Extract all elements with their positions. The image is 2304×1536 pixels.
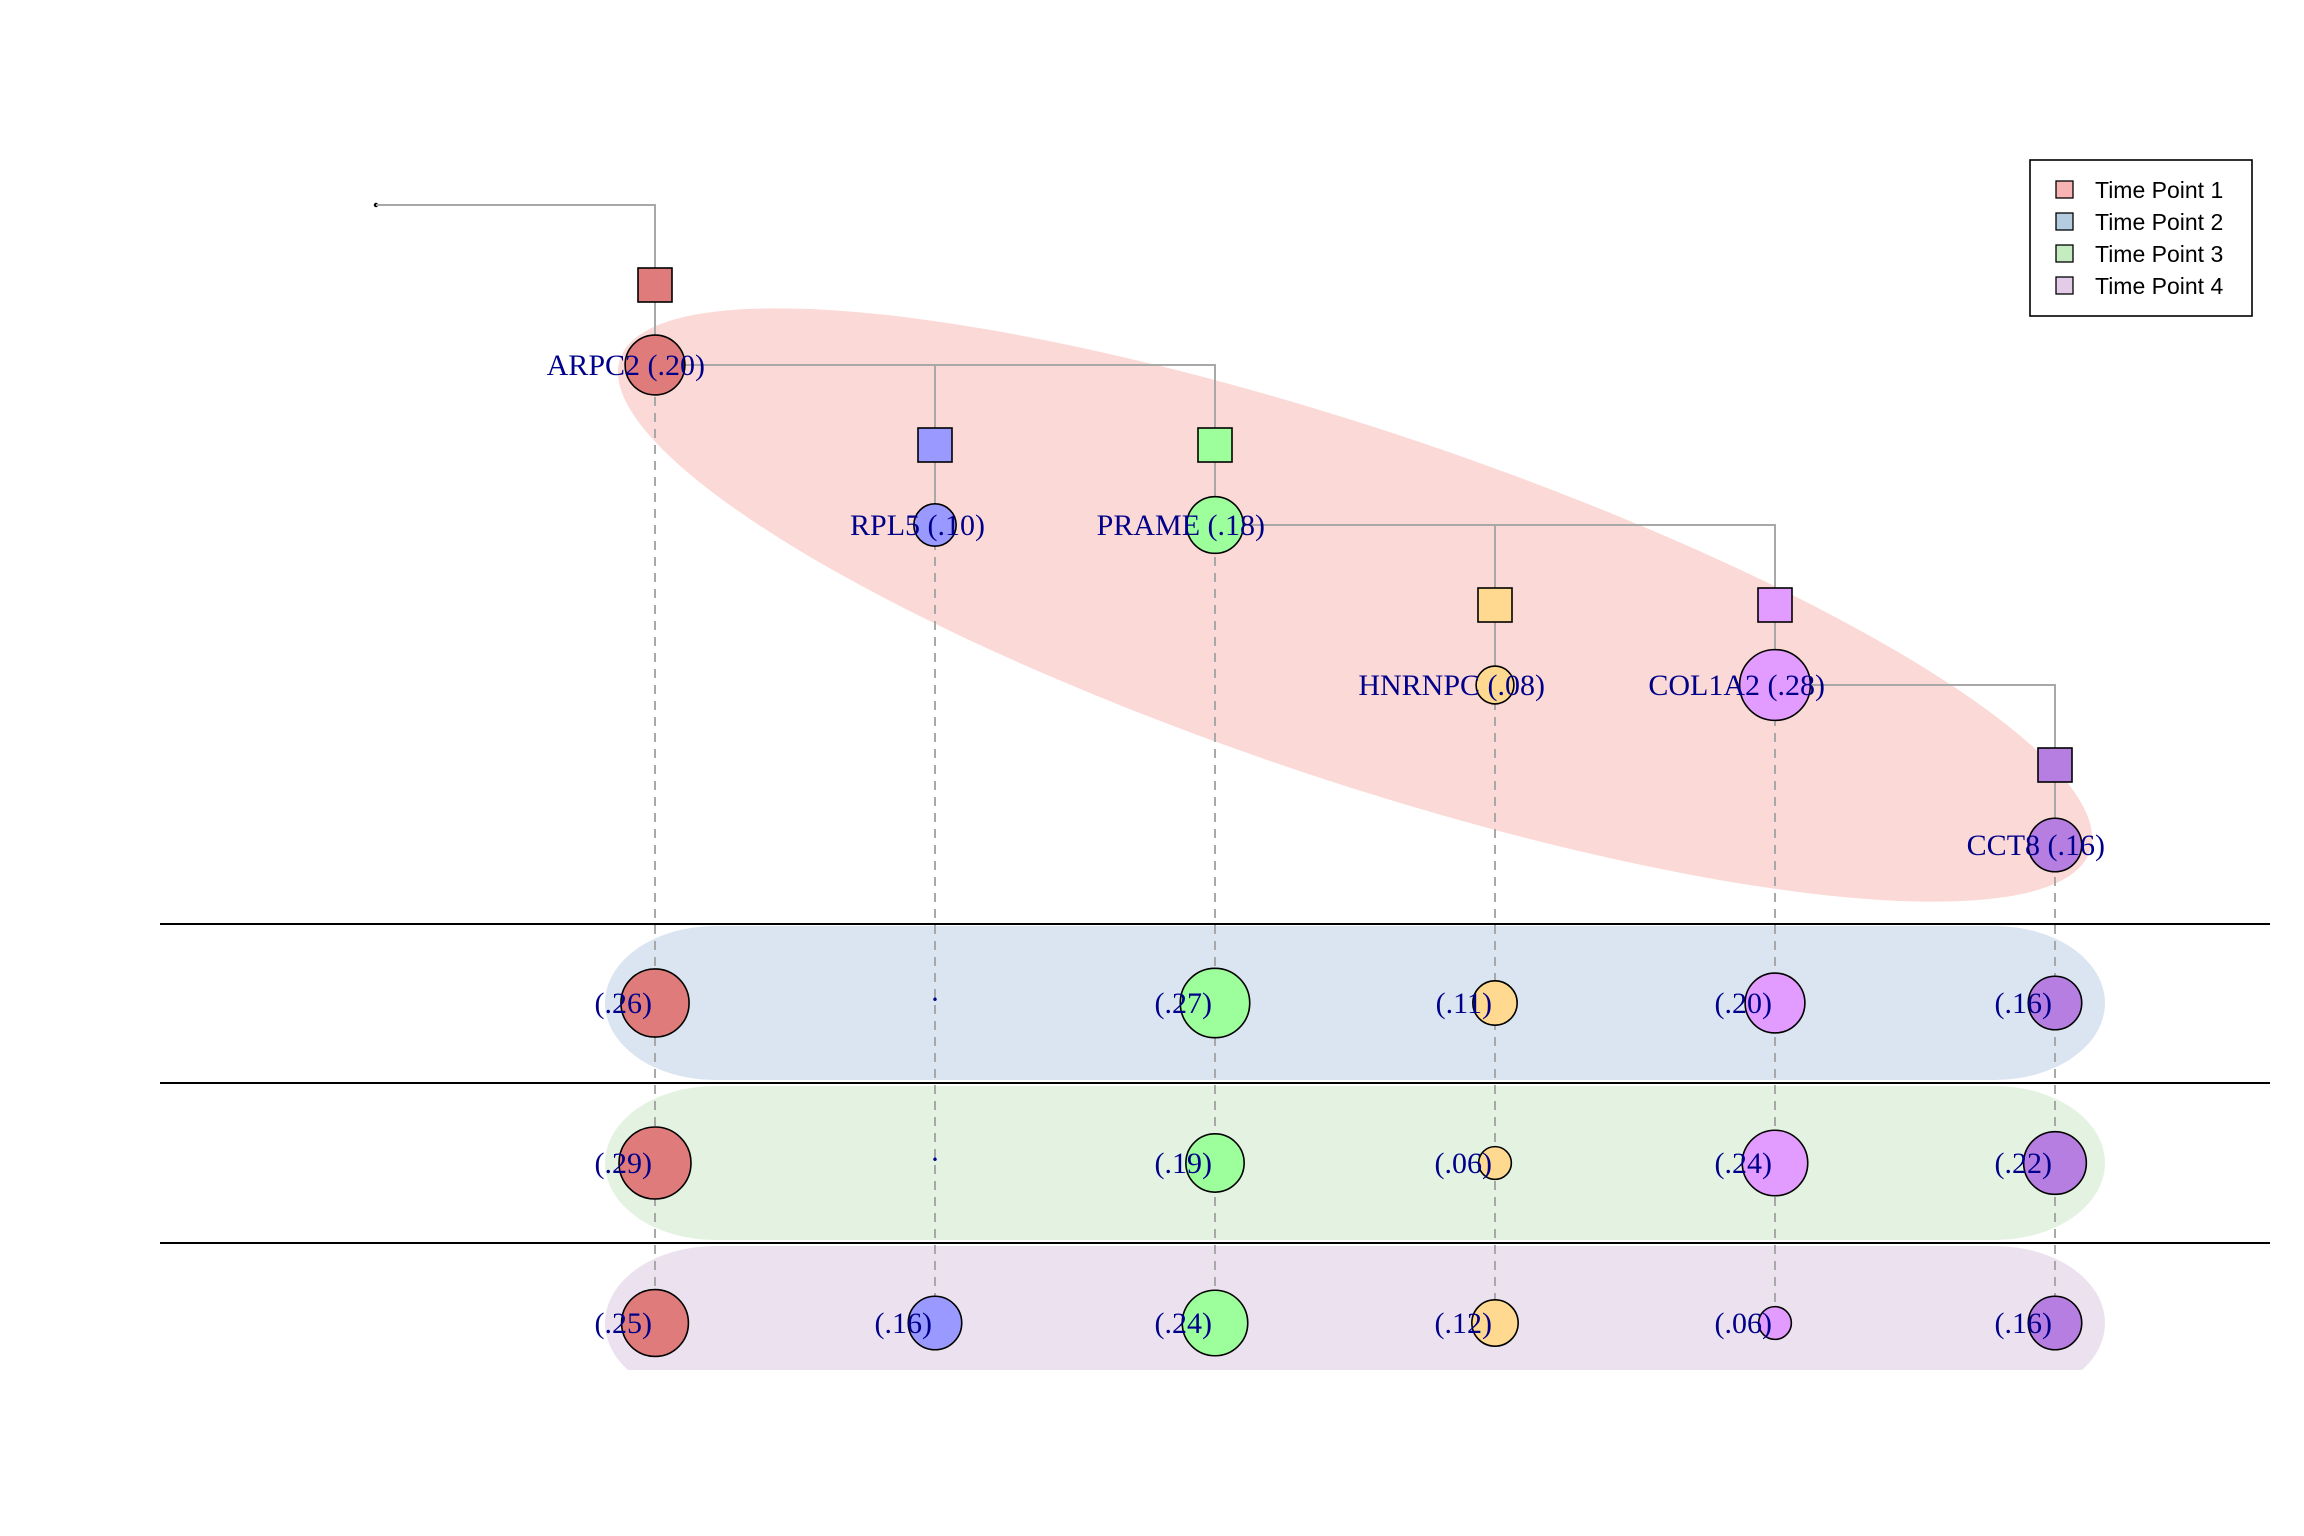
value-label-tp3-prame: (.19)	[1155, 1147, 1212, 1180]
legend-label: Time Point 3	[2095, 241, 2223, 267]
value-label-tp4-cct8: (.16)	[1995, 1307, 2052, 1340]
legend-swatch	[2055, 276, 2074, 295]
value-circle-tp3-prame	[1185, 1133, 1245, 1193]
band-time-point-3	[605, 1086, 2105, 1240]
value-label-tp1-arpc2: ARPC2 (.20)	[547, 349, 705, 382]
value-circle-tp4-cct8	[2027, 1295, 2083, 1351]
band-time-point-4	[605, 1246, 2105, 1400]
value-label-tp4-hnrnpc: (.12)	[1435, 1307, 1492, 1340]
value-label-tp4-rpl5: (.16)	[875, 1307, 932, 1340]
legend-swatch	[2055, 244, 2074, 263]
value-circle-tp1-prame	[1185, 495, 1245, 555]
value-label-tp2-prame: (.27)	[1155, 987, 1212, 1020]
legend: Time Point 1 Time Point 2 Time Point 3 Time…	[2029, 159, 2253, 317]
value-label-tp2-arpc2: (.26)	[595, 987, 652, 1020]
value-circle-tp1-hnrnpc	[1475, 665, 1515, 705]
value-circle-tp1-col1a2	[1738, 648, 1812, 722]
value-circle-tp2-cct8	[2027, 975, 2083, 1031]
row-separators	[160, 923, 2270, 1244]
value-circle-tp1-cct8	[2027, 817, 2083, 873]
value-circle-tp4-rpl5	[907, 1295, 963, 1351]
band-clip	[600, 1370, 2120, 1410]
legend-label: Time Point 4	[2095, 273, 2223, 299]
value-label-tp3-arpc2: (.29)	[595, 1147, 652, 1180]
value-label-tp1-col1a2: COL1A2 (.28)	[1648, 669, 1825, 702]
value-label-tp1-prame: PRAME (.18)	[1097, 509, 1265, 542]
tree-edges	[373, 202, 2056, 845]
value-label-tp2-hnrnpc: (.11)	[1436, 987, 1492, 1020]
value-label-tp3-cct8: (.22)	[1995, 1147, 2052, 1180]
value-label-tp2-rpl5: ·	[930, 983, 940, 1016]
legend-label: Time Point 1	[2095, 177, 2223, 203]
timepoint-bands	[600, 308, 2120, 1410]
value-label-tp1-rpl5: RPL5 (.10)	[850, 509, 985, 542]
node-squares	[637, 267, 2073, 783]
tree-edge-arpc2	[376, 204, 656, 365]
node-square-prame	[1197, 427, 1233, 463]
node-square-col1a2	[1757, 587, 1793, 623]
value-circle-tp3-arpc2	[618, 1126, 692, 1200]
value-label-tp3-col1a2: (.24)	[1715, 1147, 1772, 1180]
value-circle-tp3-hnrnpc	[1477, 1145, 1513, 1181]
value-label-tp4-col1a2: (.06)	[1715, 1307, 1772, 1340]
node-square-arpc2	[637, 267, 673, 303]
band-time-point-2	[605, 926, 2105, 1080]
tree-edge-cct8	[1775, 684, 2056, 845]
value-label-tp2-col1a2: (.20)	[1715, 987, 1772, 1020]
node-square-rpl5	[917, 427, 953, 463]
value-label-tp3-rpl5: ·	[930, 1143, 940, 1176]
value-circle-tp4-prame	[1181, 1289, 1249, 1357]
value-circle-tp2-hnrnpc	[1472, 980, 1518, 1026]
legend-label: Time Point 2	[2095, 209, 2223, 235]
value-circle-tp3-cct8	[2022, 1130, 2088, 1196]
value-circle-tp2-col1a2	[1744, 972, 1806, 1034]
value-circle-tp4-hnrnpc	[1471, 1299, 1519, 1347]
value-label-tp4-arpc2: (.25)	[595, 1307, 652, 1340]
value-labels: ARPC2 (.20) RPL5 (.10) PRAME (.18) HNRNPC (…	[547, 349, 2105, 1340]
band-time-point-1	[617, 308, 2093, 902]
value-circle-tp2-arpc2	[620, 968, 690, 1038]
value-label-tp3-hnrnpc: (.06)	[1435, 1147, 1492, 1180]
value-circle-tp1-arpc2	[624, 334, 686, 396]
value-circle-tp4-arpc2	[620, 1288, 690, 1358]
value-label-tp1-cct8: CCT8 (.16)	[1967, 829, 2105, 862]
value-label-tp1-hnrnpc: HNRNPC (.08)	[1358, 669, 1545, 702]
legend-swatch	[2055, 180, 2074, 199]
value-circle-tp2-prame	[1179, 967, 1251, 1039]
value-circle-tp1-rpl5	[913, 503, 957, 547]
value-circle-tp3-col1a2	[1741, 1129, 1809, 1197]
row-labels: 231	[0, 900, 160, 1400]
node-square-hnrnpc	[1477, 587, 1513, 623]
node-square-cct8	[2037, 747, 2073, 783]
value-circle-tp4-col1a2	[1757, 1305, 1793, 1341]
legend-swatch	[2055, 212, 2074, 231]
tree-edge-prame	[655, 364, 1216, 525]
tree-edge-col1a2	[1215, 524, 1776, 685]
value-label-tp4-prame: (.24)	[1155, 1307, 1212, 1340]
value-label-tp2-cct8: (.16)	[1995, 987, 2052, 1020]
value-circles	[618, 334, 2088, 1358]
